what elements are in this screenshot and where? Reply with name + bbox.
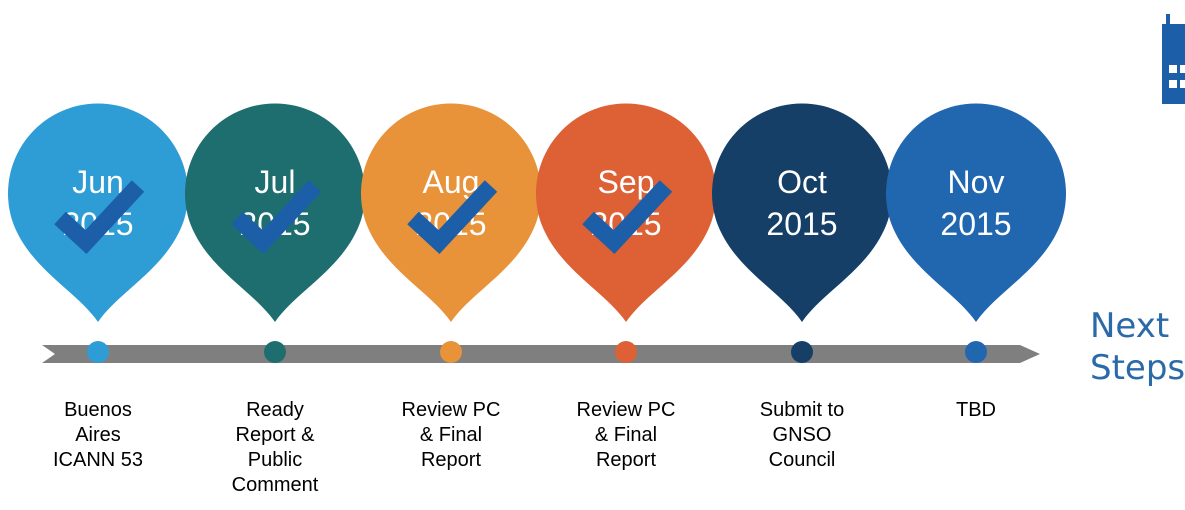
caption-line: & Final [594, 424, 658, 446]
caption-line: TBD [956, 399, 996, 421]
pin-shape [712, 103, 892, 322]
caption-line: Public [247, 449, 303, 471]
timeline-dot-oct [791, 341, 813, 363]
timeline-dot-jul [264, 341, 286, 363]
checkmark-icon [407, 180, 498, 254]
milestone-month: Nov [947, 164, 1005, 200]
milestone-pin-nov: Nov 2015 [886, 90, 1066, 322]
caption-line: Council [768, 449, 836, 471]
caption-line: Report & [235, 424, 315, 446]
milestone-month: Jul [254, 164, 296, 200]
pin-shape [536, 103, 716, 322]
caption-line: Ready [246, 399, 304, 421]
caption-line: Report [420, 449, 482, 471]
caption-line: Aires [75, 424, 121, 446]
milestone-month: Jun [72, 164, 124, 200]
next-steps-line-1: Next [1090, 306, 1170, 346]
checkmark-icon [54, 180, 145, 254]
pin-shape [185, 103, 365, 322]
caption-line: Review PC [401, 399, 501, 421]
pin-shape [361, 103, 541, 322]
milestone-year: 2015 [940, 206, 1012, 242]
checkmark-icon [231, 180, 322, 254]
milestone-caption-nov: TBD [906, 398, 1046, 423]
timeline-dot-sep [615, 341, 637, 363]
milestone-month: Oct [777, 164, 827, 200]
milestone-pin-oct: Oct 2015 [712, 90, 892, 322]
caption-line: ICANN 53 [52, 449, 144, 471]
milestone-year: 2015 [766, 206, 838, 242]
caption-line: Buenos [64, 399, 132, 421]
caption-line: GNSO [772, 424, 832, 446]
timeline-dot-nov [965, 341, 987, 363]
timeline-dot-aug [440, 341, 462, 363]
milestone-month: Aug [422, 164, 480, 200]
pin-shape [8, 103, 188, 322]
caption-line: Review PC [576, 399, 676, 421]
caption-line: Report [595, 449, 657, 471]
caption-line: & Final [419, 424, 483, 446]
timeline-dot-jun [87, 341, 109, 363]
calendar-icon [1162, 14, 1185, 104]
caption-line: Submit to [759, 399, 845, 421]
checkmark-icon [582, 180, 673, 254]
pin-shape [886, 103, 1066, 322]
caption-line: Comment [231, 474, 319, 496]
milestone-month: Sep [597, 164, 655, 200]
milestone-caption-oct: Submit to GNSO Council [732, 398, 872, 473]
next-steps-label: Next Steps [1090, 305, 1185, 389]
next-steps-line-2: Steps [1090, 348, 1185, 388]
